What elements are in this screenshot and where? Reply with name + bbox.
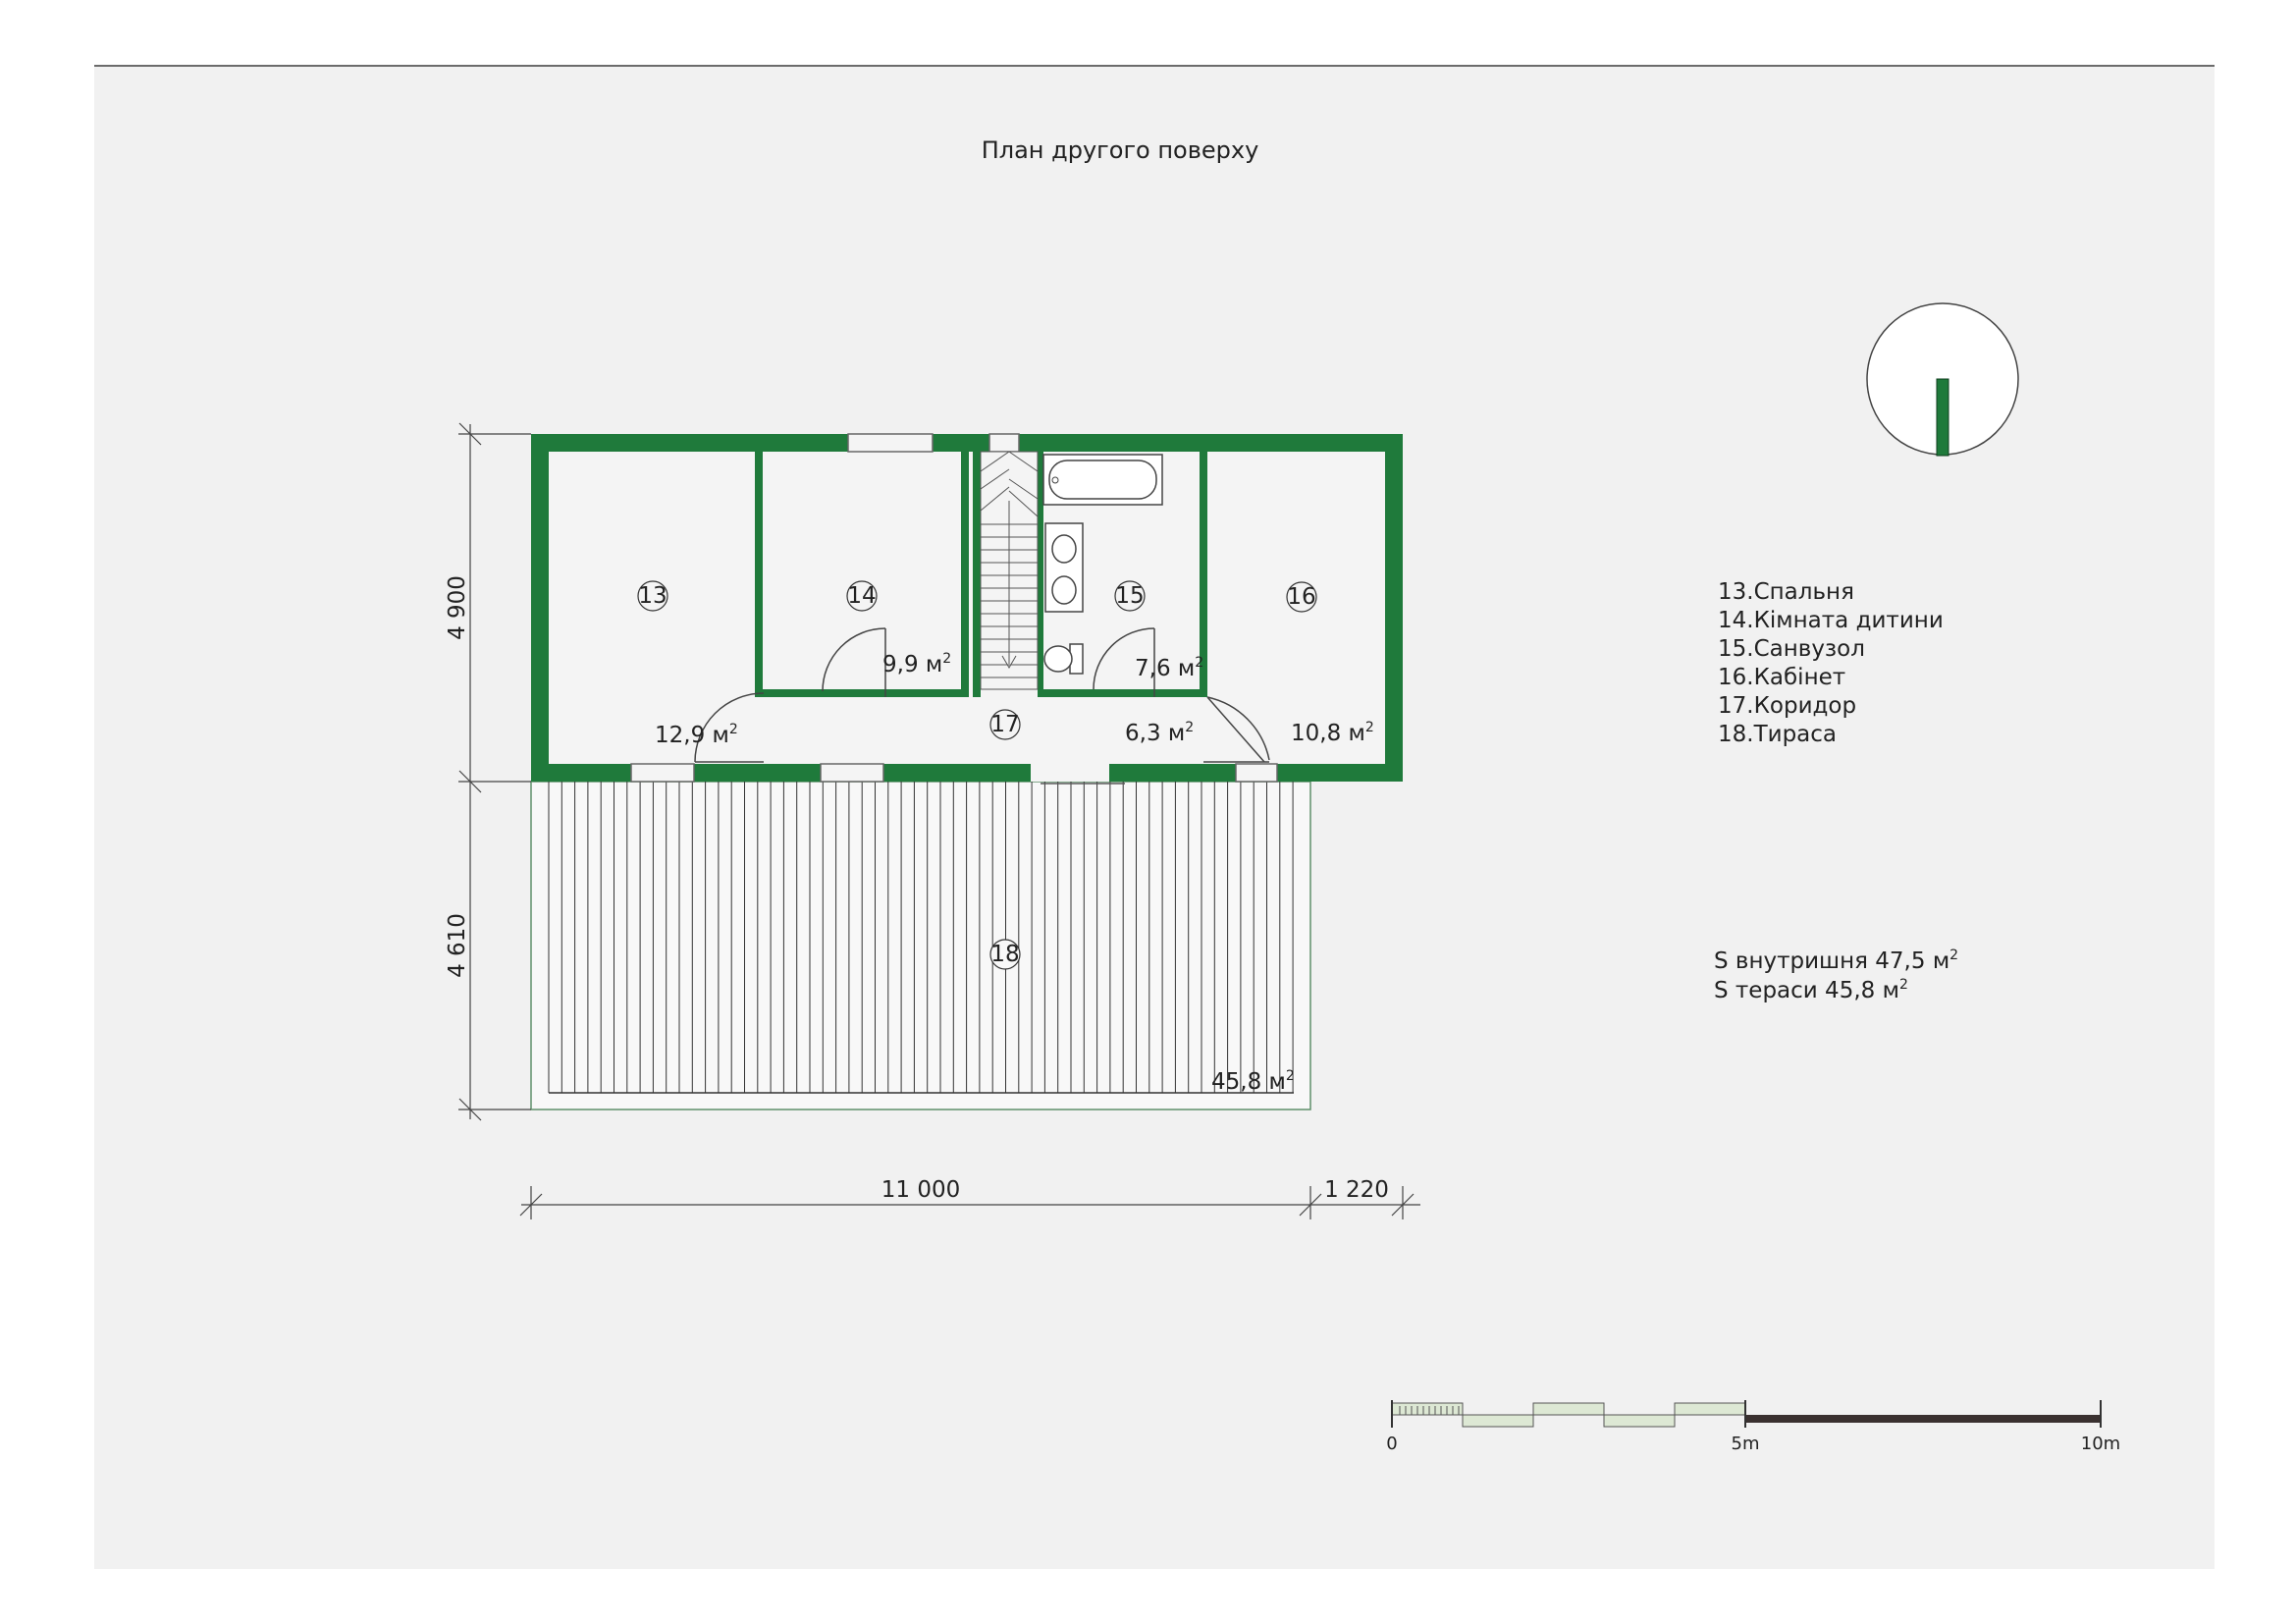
room-13-label: 13 [637,580,668,612]
washbasin-icon [1044,522,1084,613]
room-15-label: 15 [1114,580,1146,612]
scale-bar [1391,1400,2102,1428]
legend-item: 13.Спальня [1718,579,1854,605]
terrace-door-opening [1031,764,1109,782]
door-swings [694,627,1270,763]
room-15-area: 7,6 м2 [1135,655,1203,681]
room-14-label: 14 [846,580,878,612]
bathtub-icon [1042,454,1163,506]
room-18-label: 18 [989,939,1021,970]
floor-plan: План другого поверху [445,136,2120,1454]
terrace-boards [548,782,1294,1093]
scale-label-end: 10m [2081,1434,2120,1454]
total-terrace-area: S тераси 45,8 м2 [1714,977,1908,1003]
scale-label-zero: 0 [1386,1434,1397,1454]
svg-text:18: 18 [990,942,1019,967]
dimension-4900: 4 900 [445,575,470,640]
scale-label-mid: 5m [1732,1434,1760,1454]
room-16-area: 10,8 м2 [1291,720,1374,746]
drawing-sheet: План другого поверху [94,65,2215,1569]
legend-item: 16.Кабінет [1718,665,1845,690]
room-16-label: 16 [1286,581,1317,613]
room-17-area: 6,3 м2 [1125,720,1194,746]
horizontal-dimension [519,1186,1420,1219]
room-14-area: 9,9 м2 [882,651,951,677]
toilet-icon [1043,643,1084,675]
room-legend: 13.Спальня 14.Кімната дитини 15.Санвузол… [1718,579,1944,747]
dimension-11000: 11 000 [881,1177,960,1203]
windows [630,433,1278,783]
svg-text:13: 13 [638,583,667,609]
interior-walls [755,452,1207,697]
compass-icon [1866,302,2019,457]
svg-text:16: 16 [1287,584,1315,610]
legend-item: 18.Тираса [1718,722,1837,747]
room-17-label: 17 [989,709,1021,740]
svg-text:17: 17 [990,712,1019,737]
room-13-area: 12,9 м2 [655,722,738,748]
dimension-4610: 4 610 [445,913,470,978]
total-interior-area: S внутришня 47,5 м2 [1714,947,1958,974]
legend-item: 17.Коридор [1718,693,1856,719]
legend-item: 15.Санвузол [1718,636,1865,662]
terrace [530,781,1311,1110]
dimension-1220: 1 220 [1324,1177,1389,1203]
room-18-area: 45,8 м2 [1211,1068,1295,1095]
svg-text:15: 15 [1115,583,1144,609]
vertical-dimension [458,422,531,1121]
plan-title: План другого поверху [982,136,1259,164]
svg-text:14: 14 [847,583,876,609]
staircase [980,451,1039,690]
legend-item: 14.Кімната дитини [1718,608,1944,633]
